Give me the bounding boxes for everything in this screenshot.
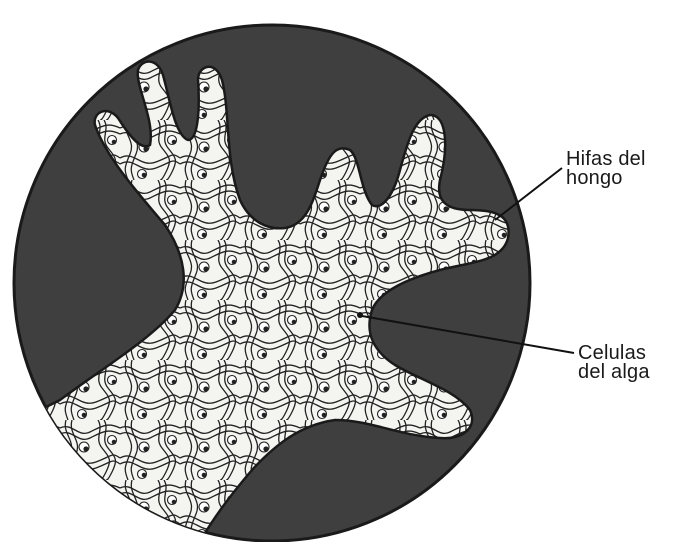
algae-label: Celulas del alga: [578, 344, 650, 382]
algae-label-line2: del alga: [578, 363, 650, 382]
hyphae-label: Hifas del hongo: [566, 150, 646, 188]
hyphae-label-line2: hongo: [566, 169, 646, 188]
algae-pointer-dot: [357, 312, 363, 318]
